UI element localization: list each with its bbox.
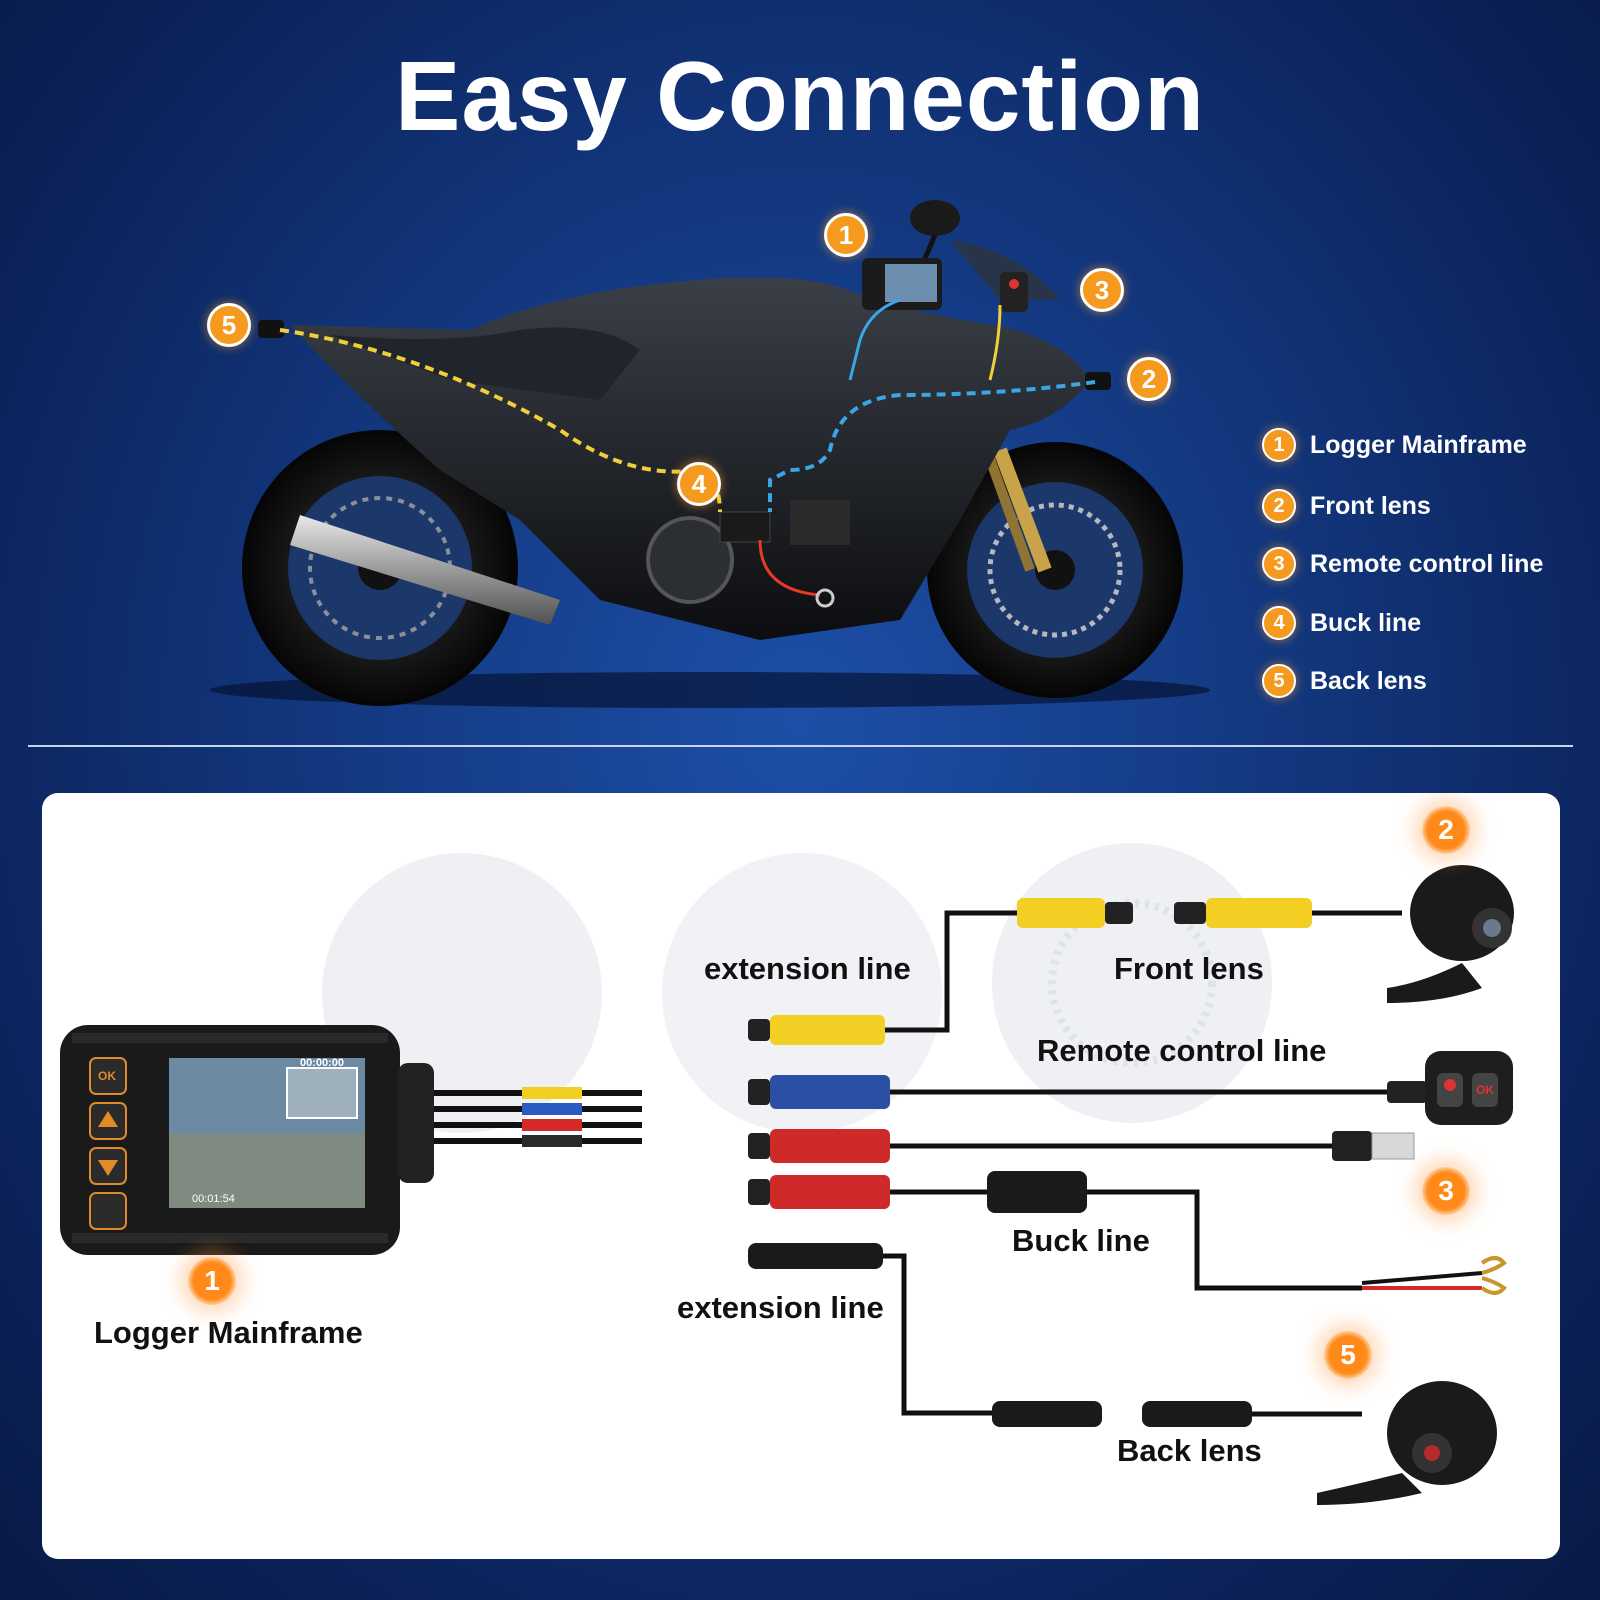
legend-badge: 3: [1262, 547, 1296, 581]
device-cables: [434, 1087, 642, 1147]
label-remote-control-line: Remote control line: [1037, 1033, 1327, 1068]
section-divider: [28, 745, 1573, 747]
label-buck-line: Buck line: [1012, 1223, 1150, 1258]
panel-badge-front: 2: [1422, 806, 1470, 854]
legend-badge: 4: [1262, 606, 1296, 640]
callout-badge-1: 1: [824, 213, 868, 257]
legend-label: Logger Mainframe: [1310, 430, 1527, 459]
legend-label: Buck line: [1310, 608, 1422, 637]
power-wire: [758, 539, 821, 597]
front-lens-camera: [1387, 865, 1514, 1003]
label-front-lens: Front lens: [1114, 951, 1264, 986]
device-time-top: 00:00:00: [300, 1057, 345, 1069]
legend-badge: 1: [1262, 428, 1296, 462]
legend-item-logger-mainframe: 1 Logger Mainframe: [1262, 425, 1527, 465]
usb-cable: [748, 1129, 1415, 1163]
legend-item-remote-control-line: 3 Remote control line: [1262, 544, 1543, 584]
legend-badge: 2: [1262, 489, 1296, 523]
panel-badge-logger: 1: [188, 1257, 236, 1305]
callout-badge-3: 3: [1080, 268, 1124, 312]
wiring-diagram: [60, 843, 1514, 1505]
front-lens-cable: [748, 898, 1402, 1045]
logger-mainframe-device: [60, 1025, 434, 1255]
back-lens-camera: [1317, 1381, 1497, 1505]
legend-item-front-lens: 2 Front lens: [1262, 486, 1431, 526]
device-time-bottom: 00:01:54: [192, 1193, 235, 1205]
remote-ok-button: OK: [1476, 1083, 1494, 1097]
motorcycle-illustration: [210, 200, 1210, 708]
legend-label: Back lens: [1310, 666, 1427, 695]
callout-badge-5: 5: [207, 303, 251, 347]
ground-shadow: [210, 672, 1210, 708]
remote-control-cable: [748, 1051, 1513, 1125]
legend-item-buck-line: 4 Buck line: [1262, 603, 1421, 643]
label-logger-mainframe: Logger Mainframe: [94, 1315, 363, 1350]
legend-label: Front lens: [1310, 491, 1431, 520]
label-extension-line-bottom: extension line: [677, 1290, 884, 1325]
callout-badge-2: 2: [1127, 357, 1171, 401]
device-ok-button: OK: [98, 1069, 116, 1083]
label-extension-line-top: extension line: [704, 951, 911, 986]
panel-badge-back: 5: [1324, 1331, 1372, 1379]
remote-wire: [988, 304, 1002, 381]
callout-badge-4: 4: [677, 462, 721, 506]
label-back-lens: Back lens: [1117, 1433, 1262, 1468]
exhaust-pipe: [290, 515, 560, 625]
legend-badge: 5: [1262, 664, 1296, 698]
back-lens-cable: [748, 1243, 1362, 1427]
buck-line-cable: [748, 1171, 1507, 1295]
page-title: Easy Connection: [394, 41, 1206, 151]
legend-item-back-lens: 5 Back lens: [1262, 661, 1427, 701]
legend-label: Remote control line: [1310, 549, 1544, 578]
connection-diagram-panel: 00:00:00 00:01:54 OK OK extension line F…: [42, 793, 1560, 1559]
front-lens-wire: [768, 380, 1096, 512]
panel-badge-remote: 3: [1422, 1167, 1470, 1215]
